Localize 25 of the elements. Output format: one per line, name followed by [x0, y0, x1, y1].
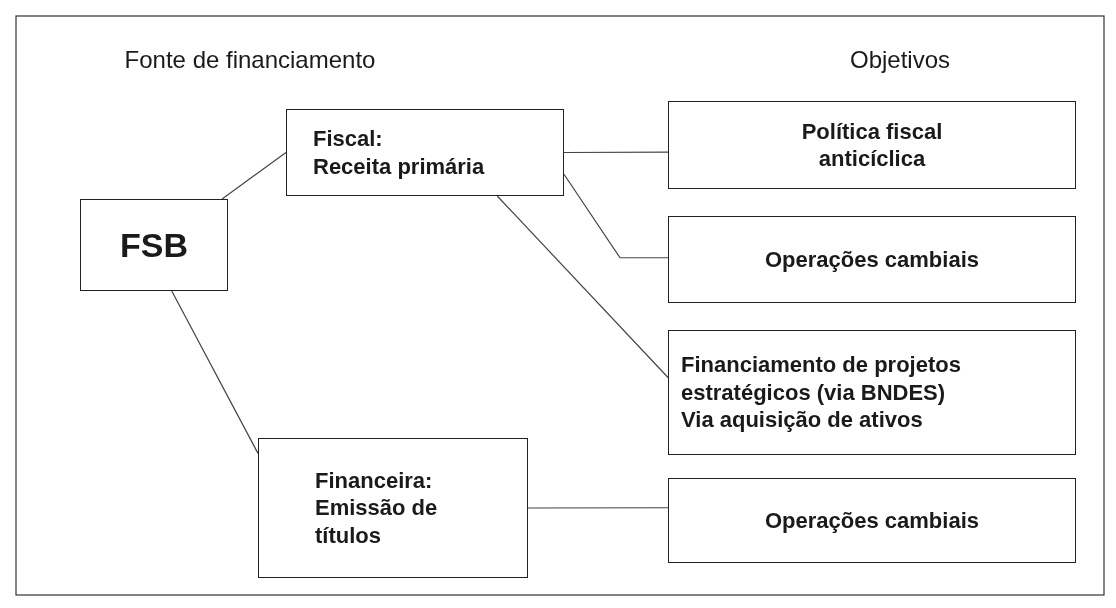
- box-text: Política fiscal anticíclica: [800, 117, 944, 173]
- text-box: [258, 438, 528, 578]
- box-text: Operações cambiais: [765, 506, 979, 535]
- text-box: [668, 101, 1076, 189]
- box-text: Fiscal:: [313, 125, 383, 153]
- connector-line: [171, 290, 259, 454]
- text-box: [286, 109, 564, 196]
- connector-line: [221, 151, 287, 200]
- column-heading: Fonte de financiamento: [124, 46, 376, 74]
- box-text: Financiamento de projetos estratégicos (via BNDES): [681, 351, 962, 407]
- box-text: Receita primária: [313, 152, 485, 180]
- text-box: [80, 199, 228, 291]
- text-box: [668, 216, 1076, 303]
- box-text: Operações cambiais: [765, 245, 979, 274]
- connector-line: [527, 507, 669, 509]
- connector-line: [563, 173, 669, 259]
- text-box: [668, 330, 1076, 455]
- column-heading: Objetivos: [850, 46, 950, 74]
- connector-line: [563, 151, 669, 154]
- box-text: Via aquisição de ativos: [681, 406, 923, 434]
- box-text: FSB: [120, 224, 188, 266]
- text-box: [668, 478, 1076, 563]
- connector-line: [496, 195, 669, 379]
- box-text: Emissão de títulos: [315, 494, 439, 550]
- box-text: Financeira:: [315, 466, 433, 495]
